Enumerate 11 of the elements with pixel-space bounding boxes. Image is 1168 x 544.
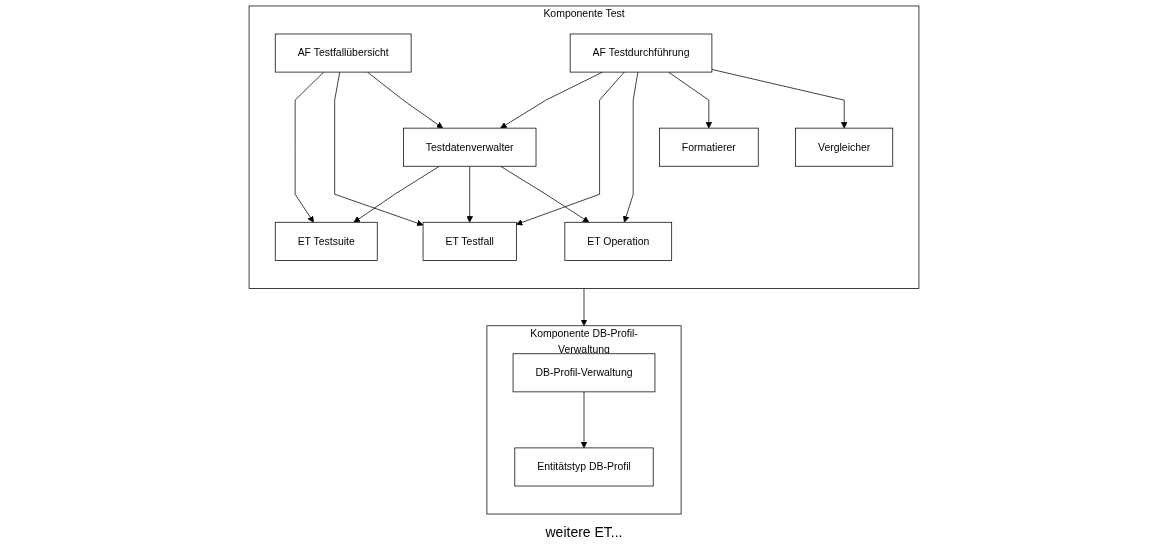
node-box: Vergleicher [795,127,894,167]
node-box: ET Testfall [422,221,517,261]
node-box: Testdatenverwalter [403,127,537,167]
note-text: weitere ET... [545,524,623,540]
node-box: ET Operation [564,221,673,261]
node-box: ET Testsuite [274,221,378,261]
node-box: AF Testfallübersicht [274,33,412,73]
node-box: Entitätstyp DB-Profil [514,447,654,487]
node-box: Formatierer [659,127,759,167]
node-box: DB-Profil-Verwaltung [512,353,656,393]
node-box: AF Testdurchführung [569,33,713,73]
